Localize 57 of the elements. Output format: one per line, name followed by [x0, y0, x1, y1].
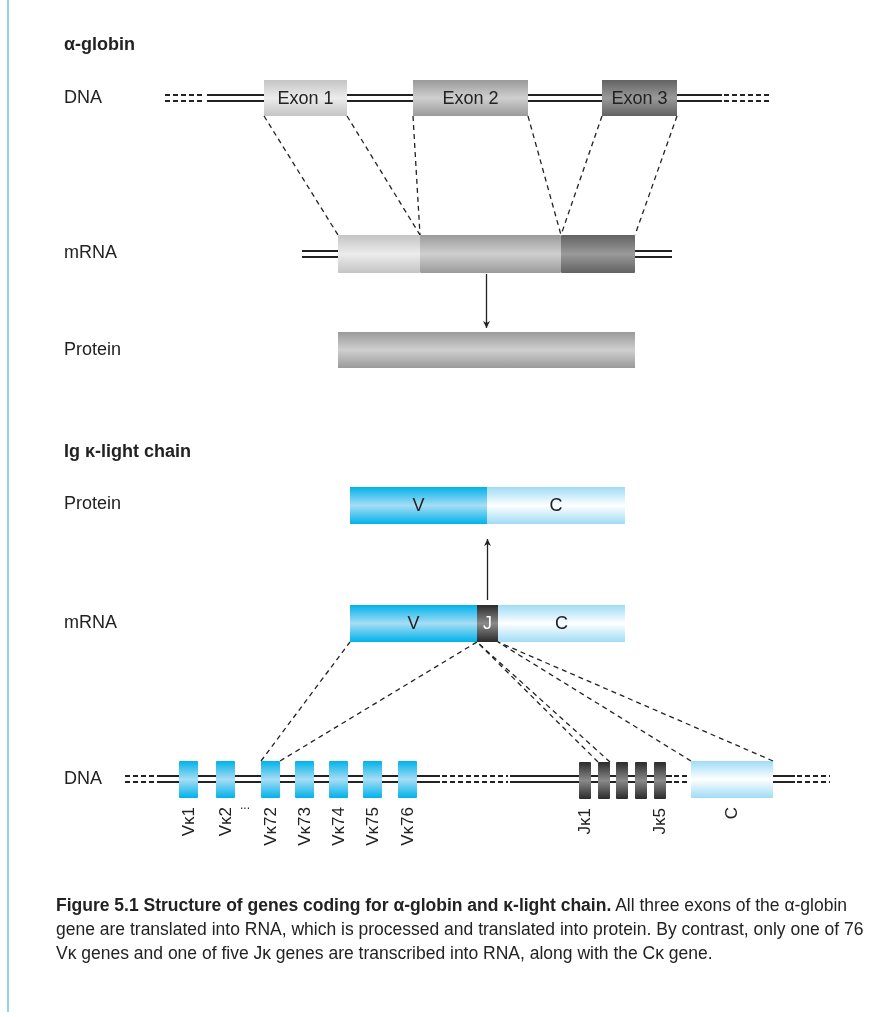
mrna-bar [350, 605, 625, 642]
arrow [484, 538, 491, 601]
gene-label: C [722, 807, 742, 820]
dashed-line [527, 115, 562, 236]
gene-segment-block [598, 762, 610, 799]
row-label: Protein [64, 339, 122, 360]
protein-bar [350, 487, 625, 524]
gene-label: Vκ1 [178, 807, 199, 837]
gene-segment-block [295, 761, 314, 798]
gene-label: Vκ74 [328, 807, 349, 846]
row-label: mRNA [64, 242, 117, 263]
section-heading: Ig κ-light chain [64, 441, 192, 462]
gene-segment-block [329, 761, 348, 798]
gene-segment-block [363, 761, 382, 798]
arrow [483, 273, 490, 329]
gene-segment-block [616, 762, 628, 799]
dashed-line [497, 641, 774, 762]
gene-segment-block [261, 761, 280, 798]
row-label: DNA [64, 768, 102, 789]
gene-segment-block [579, 762, 591, 799]
row-label: mRNA [64, 612, 117, 633]
row-label: Protein [64, 493, 122, 514]
exon-segment [561, 235, 635, 273]
dashed-line [263, 115, 339, 236]
gene-label: Vκ76 [397, 807, 418, 846]
row-label: DNA [64, 87, 102, 108]
dashed-line [412, 115, 421, 236]
mrna-segment: V [350, 605, 477, 642]
gene-label: Vκ72 [260, 807, 281, 846]
gene-segment-block [691, 761, 773, 798]
exon-block: Exon 2 [413, 80, 528, 116]
gene-segment-block [216, 761, 235, 798]
gene-segment-block [635, 762, 647, 799]
ellipsis-mark: ... [240, 798, 250, 812]
section-heading: α-globin [64, 34, 136, 55]
exon-block: Exon 1 [264, 80, 347, 116]
gene-segment-block [179, 761, 198, 798]
exon-segment [420, 235, 561, 273]
protein-bar [338, 332, 635, 368]
figure-caption: Figure 5.1 Structure of genes coding for α-globin and κ-light chain. All three exons of the α-globin gene are translated into RNA, which is processed and translated into protein. By contrast, only one of 76 Vκ genes and one of five Jκ genes are transcribed into RNA, along with the Cκ gene. [56, 894, 865, 965]
protein-segment: V [350, 487, 487, 524]
gene-label: Vκ75 [362, 807, 383, 846]
exon-block: Exon 3 [602, 80, 677, 116]
dashed-line [279, 641, 478, 762]
protein-segment: C [487, 487, 625, 524]
gene-label: Jκ5 [650, 808, 670, 835]
mrna-bar [338, 235, 635, 273]
dashed-line [346, 115, 421, 236]
gene-label: Jκ1 [575, 808, 595, 835]
gene-label: Vκ2 [215, 807, 236, 837]
mrna-segment: J [477, 605, 498, 642]
gene-segment-block [654, 762, 666, 799]
dashed-line [260, 641, 351, 762]
gene-segment-block [398, 761, 417, 798]
gene-label: Vκ73 [294, 807, 315, 846]
exon-segment [338, 235, 420, 273]
mrna-segment: C [498, 605, 625, 642]
